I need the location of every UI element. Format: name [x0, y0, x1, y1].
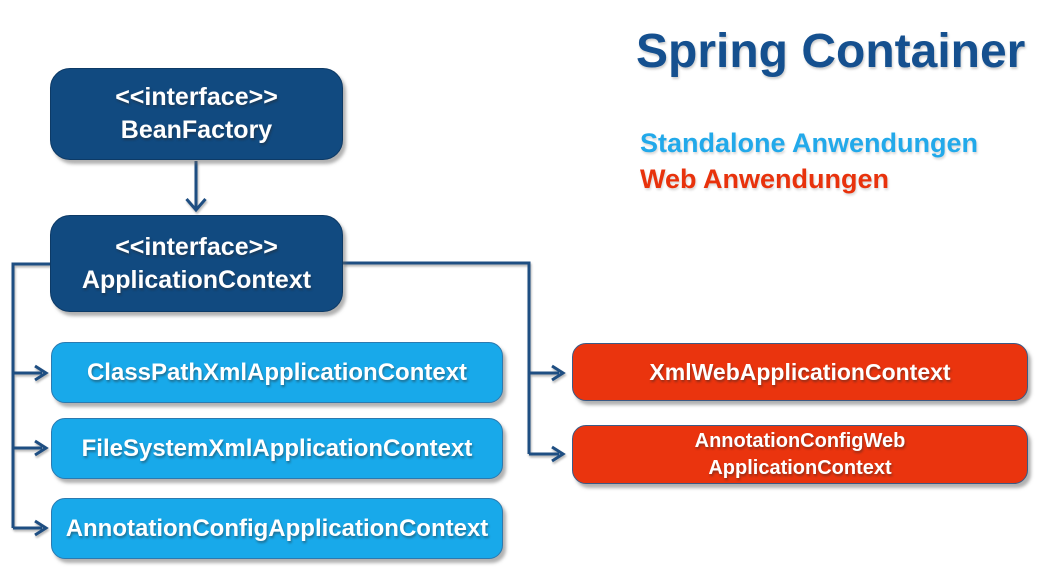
node-label-line-2: ApplicationContext — [708, 456, 892, 479]
arrow-right-icon — [551, 445, 566, 463]
arrow-right-icon — [551, 364, 566, 382]
node-applicationcontext-stereotype: <<interface>> — [115, 232, 278, 261]
legend-standalone-label: Standalone Anwendungen — [640, 128, 979, 158]
node-beanfactory-name: BeanFactory — [120, 116, 273, 144]
node-label-line-1: AnnotationConfigWeb — [694, 429, 906, 452]
node-label: AnnotationConfigApplicationContext — [65, 514, 489, 542]
legend-web-label: Web Anwendungen — [640, 164, 889, 194]
node-beanfactory: <<interface>> BeanFactory — [50, 68, 343, 160]
node-filesystemxmlapplicationcontext: FileSystemXmlApplicationContext — [51, 418, 503, 479]
node-applicationcontext: <<interface>> ApplicationContext — [50, 215, 343, 312]
node-annotationconfigwebapplicationcontext: AnnotationConfigWeb ApplicationContext — [572, 425, 1028, 484]
connector-right-trunk — [343, 261, 531, 454]
node-annotationconfigapplicationcontext: AnnotationConfigApplicationContext — [51, 498, 503, 559]
arrow-right-icon — [34, 519, 49, 537]
legend: Standalone Anwendungen Web Anwendungen — [640, 125, 978, 197]
arrow-right-icon — [34, 439, 49, 457]
node-label: ClassPathXmlApplicationContext — [86, 358, 468, 386]
connector-left-trunk — [11, 262, 50, 528]
node-xmlwebapplicationcontext: XmlWebApplicationContext — [572, 343, 1028, 401]
arrow-down-icon — [185, 198, 207, 213]
connector-group — [11, 161, 566, 537]
node-applicationcontext-name: ApplicationContext — [81, 265, 312, 294]
node-classpathxmlapplicationcontext: ClassPathXmlApplicationContext — [51, 342, 503, 403]
node-label: FileSystemXmlApplicationContext — [81, 434, 473, 462]
node-beanfactory-stereotype: <<interface>> — [115, 83, 278, 111]
node-label: XmlWebApplicationContext — [649, 358, 951, 385]
page-title: Spring Container — [636, 25, 1026, 78]
arrow-right-icon — [34, 364, 49, 382]
